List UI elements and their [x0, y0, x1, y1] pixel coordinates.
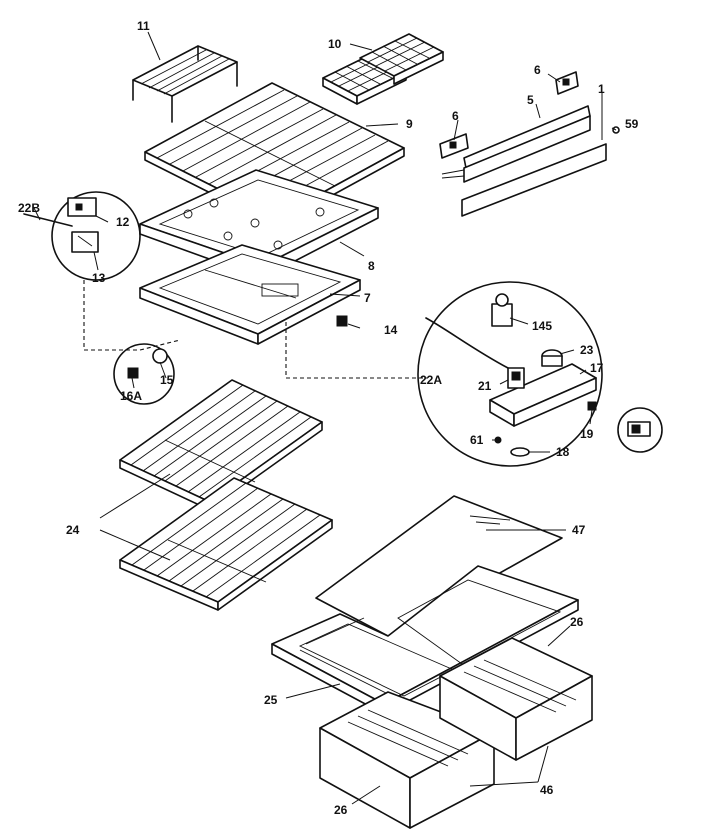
label-145: 145	[532, 319, 552, 333]
part-labels: 11 10 6 5 1 59 6 9 22B 12 13 8 7 14 145 …	[18, 19, 639, 817]
part-7-shelf-frame	[139, 244, 361, 345]
label-18: 18	[556, 445, 570, 459]
part-14-clip	[336, 315, 348, 327]
label-14: 14	[384, 323, 398, 337]
part-11-wire-rack	[132, 45, 238, 123]
label-8: 8	[368, 259, 375, 273]
detail-circle-control-housing	[417, 281, 603, 467]
label-47: 47	[572, 523, 586, 537]
label-6-lower: 6	[452, 109, 459, 123]
label-17: 17	[590, 361, 604, 375]
leader-lines	[33, 31, 617, 805]
label-19: 19	[580, 427, 594, 441]
label-22b: 22B	[18, 201, 40, 215]
label-10: 10	[328, 37, 342, 51]
part-5-trim-strip	[441, 105, 591, 183]
detail-circle-12-13	[23, 191, 141, 281]
label-26-right: 26	[570, 615, 584, 629]
part-26-crisper-drawer-left	[319, 691, 495, 829]
label-61: 61	[470, 433, 484, 447]
label-23: 23	[580, 343, 594, 357]
part-24-wire-shelf-upper	[119, 379, 323, 511]
label-11: 11	[137, 19, 150, 33]
dashed-connector-lines	[83, 280, 428, 379]
label-16a: 16A	[120, 389, 142, 403]
part-1-trim-strip	[461, 143, 607, 217]
part-47-glass-panel	[315, 495, 563, 637]
label-26-left: 26	[334, 803, 348, 817]
part-6-bracket-upper	[555, 71, 579, 95]
part-26-crisper-drawer-right	[439, 637, 593, 761]
label-13: 13	[92, 271, 106, 285]
label-1: 1	[598, 82, 605, 96]
label-24: 24	[66, 523, 80, 537]
label-25: 25	[264, 693, 278, 707]
label-22a: 22A	[420, 373, 442, 387]
label-21: 21	[478, 379, 492, 393]
label-15: 15	[160, 373, 174, 387]
label-9: 9	[406, 117, 413, 131]
label-59: 59	[625, 117, 639, 131]
part-10-ice-trays	[322, 33, 444, 105]
detail-circle-switch	[617, 407, 663, 453]
label-6-upper: 6	[534, 63, 541, 77]
part-6-bracket-lower	[439, 133, 469, 159]
detail-circle-15-16a	[113, 343, 175, 405]
label-46: 46	[540, 783, 554, 797]
label-12: 12	[116, 215, 130, 229]
part-24-wire-shelf-lower	[119, 477, 333, 611]
label-5: 5	[527, 93, 534, 107]
label-7: 7	[364, 291, 371, 305]
